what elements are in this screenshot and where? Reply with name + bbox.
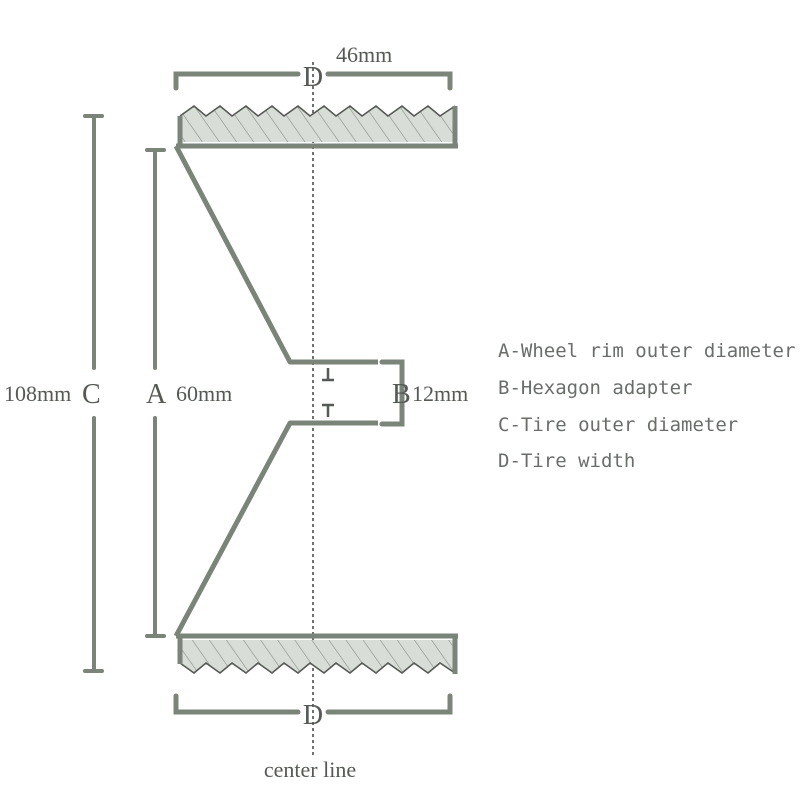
bottom-width-bracket <box>173 693 453 715</box>
letter-a: A <box>146 379 167 410</box>
top-letter-d: D <box>303 62 323 93</box>
top-tire <box>176 104 458 149</box>
bottom-tire <box>176 633 458 675</box>
bottom-letter-d: D <box>303 700 323 731</box>
tire-diameter-line <box>83 114 104 673</box>
legend-item-a: A-Wheel rim outer diameter <box>498 340 795 362</box>
legend-item-b: B-Hexagon adapter <box>498 377 692 399</box>
hexagon-marks <box>322 368 334 417</box>
legend-item-d: D-Tire width <box>498 450 635 472</box>
rim-diameter-label: 60mm <box>176 381 232 406</box>
rim-diameter-line <box>145 148 166 638</box>
letter-c: C <box>82 379 101 410</box>
top-width-bracket <box>173 71 453 91</box>
tire-diameter-label: 108mm <box>4 381 71 406</box>
hexagon-bracket <box>379 359 405 427</box>
legend: A-Wheel rim outer diameter B-Hexagon ada… <box>498 340 795 472</box>
letter-b: B <box>392 379 411 410</box>
center-line-label: center line <box>264 757 356 782</box>
rim-profile <box>173 144 378 638</box>
legend-item-c: C-Tire outer diameter <box>498 414 738 436</box>
width-label: 46mm <box>336 42 392 67</box>
hexagon-size-label: 12mm <box>412 381 468 406</box>
